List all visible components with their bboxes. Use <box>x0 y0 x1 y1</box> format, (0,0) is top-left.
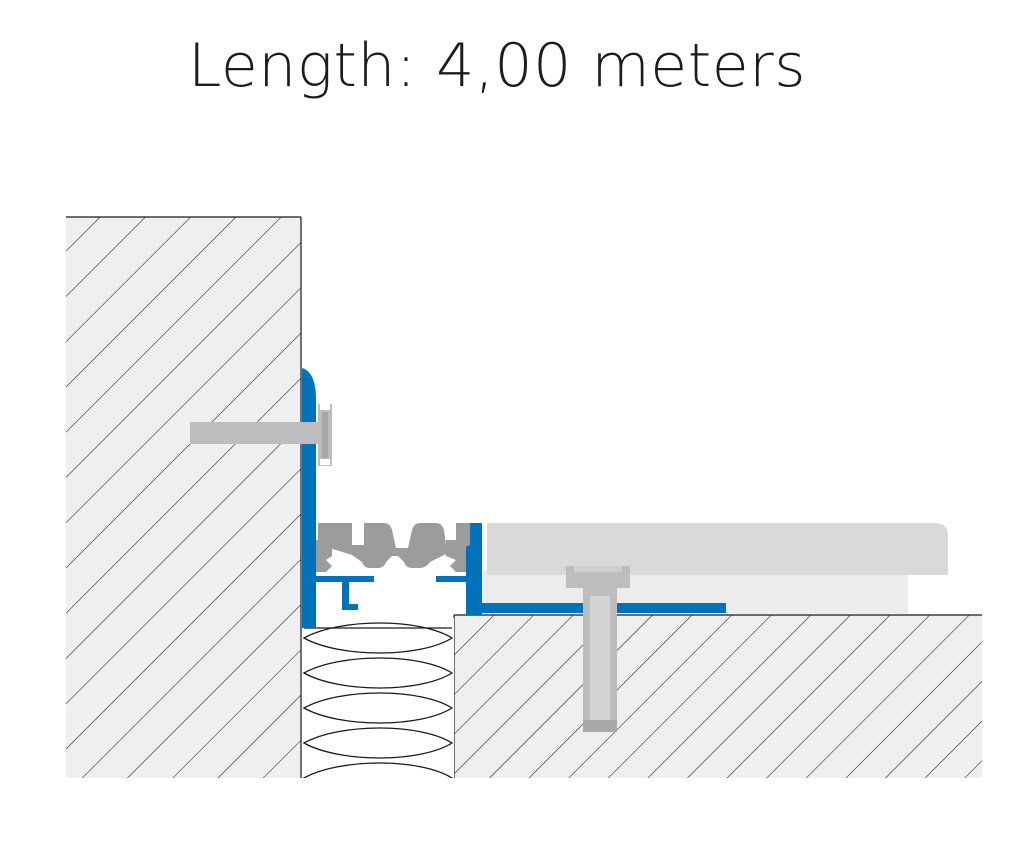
left-concrete-wall <box>66 216 302 778</box>
rubber-insert <box>316 523 470 607</box>
floor-tile <box>487 523 948 575</box>
page-title: Length: 4,00 meters <box>188 31 807 101</box>
joint-filler-insulation <box>302 618 454 778</box>
wall-anchor-bolt <box>190 404 332 466</box>
floor-anchor-bolt <box>566 566 630 732</box>
floor-slab <box>453 614 982 778</box>
